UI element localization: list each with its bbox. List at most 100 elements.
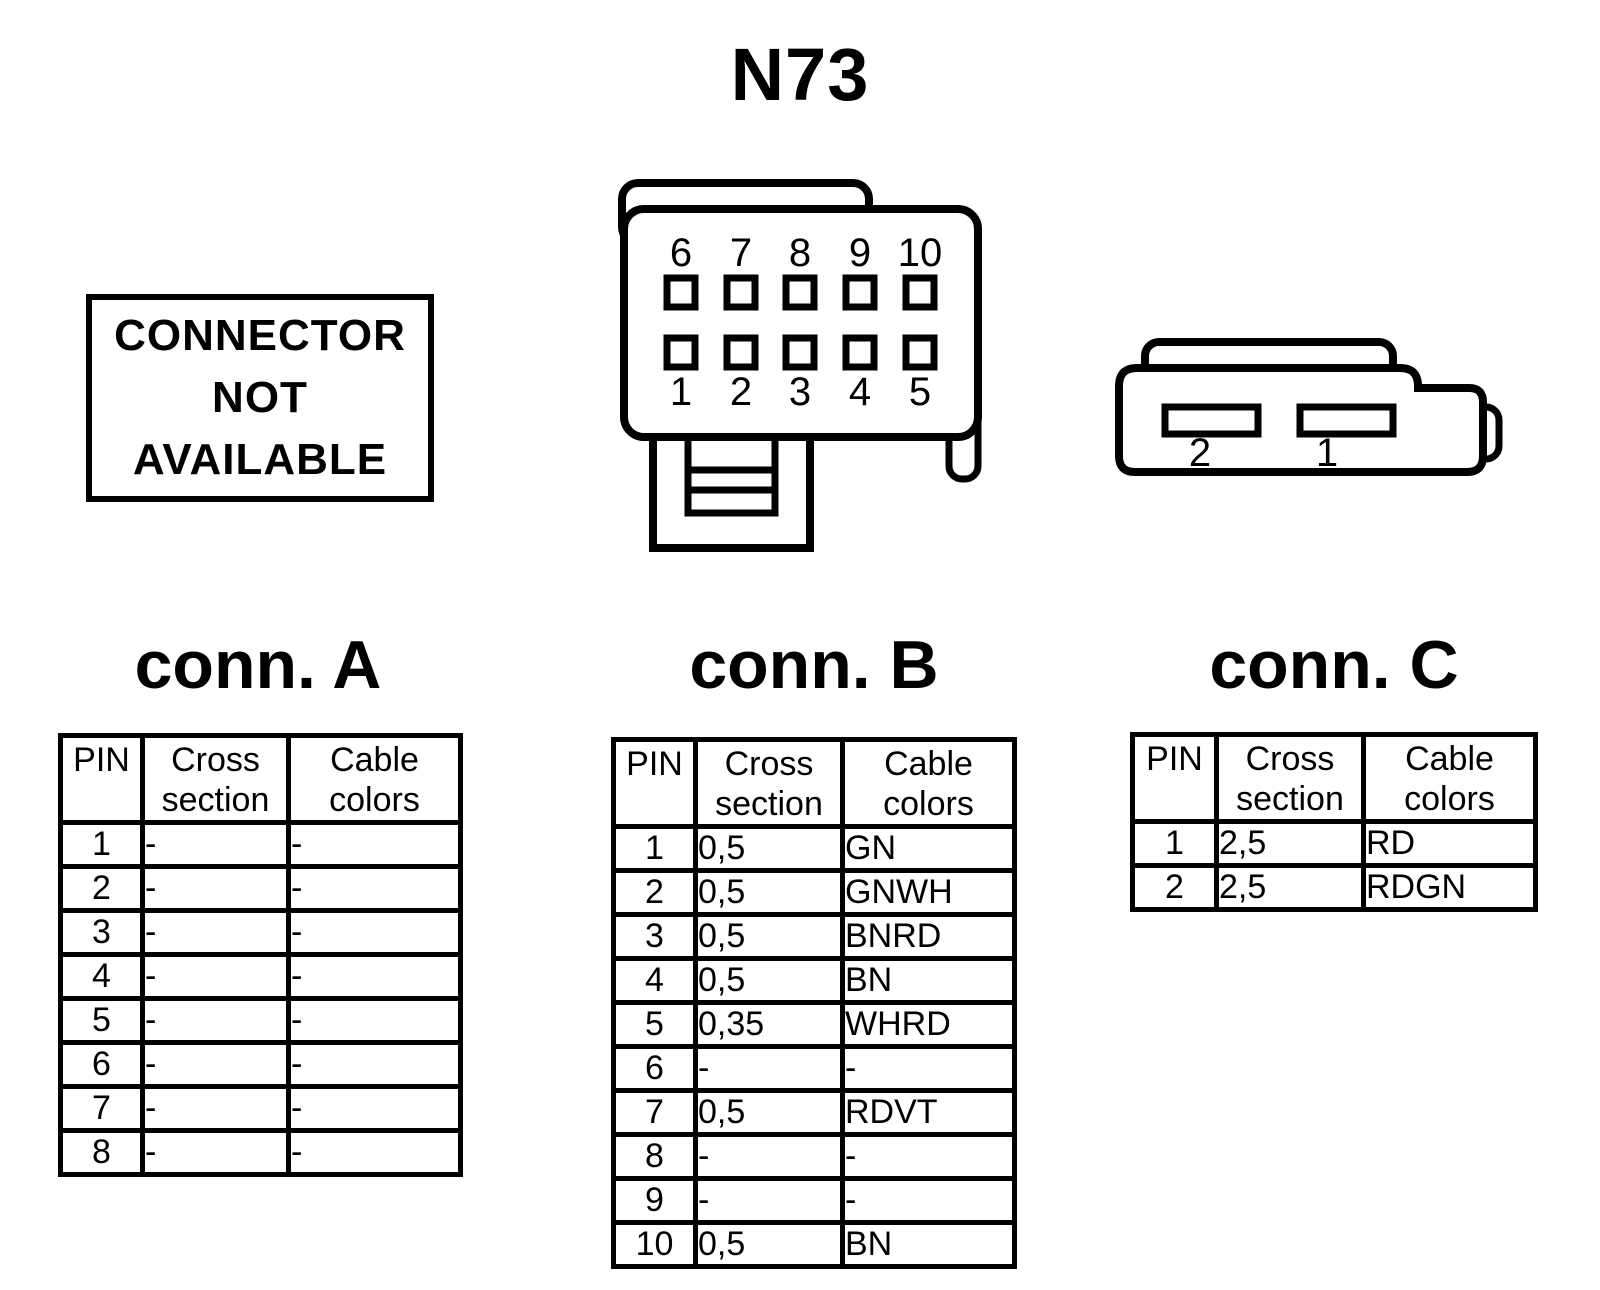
table-row: 8--	[58, 1128, 463, 1177]
pin-cell: 5	[58, 996, 145, 1045]
cross-section-cell: -	[140, 908, 291, 957]
cross-section-cell: 2,5	[1214, 863, 1366, 912]
cable-colors-cell: -	[286, 820, 463, 869]
pin-label: 3	[789, 370, 811, 414]
pin-cell: 2	[1130, 863, 1219, 912]
cross-section-cell: 0,5	[693, 912, 845, 961]
cross-section-cell: -	[140, 1040, 291, 1089]
conn-a-table: PIN Cross section Cable colors 1-- 2-- 3…	[58, 733, 463, 1177]
cross-section-cell: -	[140, 864, 291, 913]
pin-label: 9	[849, 231, 871, 275]
pin-cell: 1	[58, 820, 145, 869]
table-row: 6--	[611, 1044, 1017, 1093]
table-row: 2--	[58, 864, 463, 913]
pin-cell: 8	[611, 1132, 698, 1181]
table-row: 1--	[58, 820, 463, 869]
cable-colors-header: Cable colors	[1361, 732, 1538, 824]
cross-section-cell: -	[140, 820, 291, 869]
pin-cavity-1	[663, 334, 699, 371]
cable-colors-cell: BN	[840, 1220, 1017, 1269]
pin-cell: 1	[1130, 819, 1219, 868]
cable-colors-header: Cable colors	[286, 733, 463, 825]
slot-label: 1	[1316, 431, 1338, 475]
cable-colors-cell: -	[286, 908, 463, 957]
cross-section-cell: -	[140, 952, 291, 1001]
pin-cell: 9	[611, 1176, 698, 1225]
pin-cell: 6	[58, 1040, 145, 1089]
cable-colors-cell: -	[286, 1040, 463, 1089]
page-title: N73	[730, 33, 870, 116]
cable-colors-cell: -	[286, 1128, 463, 1177]
pin-cavity-8	[782, 274, 818, 311]
pin-cell: 8	[58, 1128, 145, 1177]
pin-cavity-6	[663, 274, 699, 311]
na-box-line: CONNECTOR	[114, 311, 406, 360]
connector-body	[620, 205, 982, 441]
table-row: 5--	[58, 996, 463, 1045]
pin-cell: 6	[611, 1044, 698, 1093]
table-row: 4--	[58, 952, 463, 1001]
pin-cell: 3	[58, 908, 145, 957]
cable-colors-cell: BN	[840, 956, 1017, 1005]
pin-header: PIN	[58, 733, 145, 825]
pin-label: 7	[730, 231, 752, 275]
cross-section-cell: 0,5	[693, 1088, 845, 1137]
table-row: 9--	[611, 1176, 1017, 1225]
pin-cavity-2	[723, 334, 759, 371]
conn-c-title: conn. C	[1209, 627, 1459, 703]
cable-colors-cell: -	[286, 864, 463, 913]
cross-section-header: Cross section	[1214, 732, 1366, 824]
pin-header: PIN	[1130, 732, 1219, 824]
cable-colors-cell: -	[840, 1176, 1017, 1225]
pin-label: 4	[849, 370, 871, 414]
header-row: PIN Cross section Cable colors	[58, 733, 463, 825]
pin-cell: 7	[611, 1088, 698, 1137]
pin-cavity-4	[842, 334, 878, 371]
table-row: 3--	[58, 908, 463, 957]
cable-colors-cell: RD	[1361, 819, 1538, 868]
pin-cavity-5	[902, 334, 938, 371]
cross-section-cell: 0,5	[693, 1220, 845, 1269]
cross-section-cell: -	[140, 1128, 291, 1177]
cable-colors-cell: RDVT	[840, 1088, 1017, 1137]
cable-colors-cell: BNRD	[840, 912, 1017, 961]
slot-label: 2	[1189, 431, 1211, 475]
pin-cavity-10	[902, 274, 938, 311]
pin-cell: 2	[611, 868, 698, 917]
pin-label: 5	[909, 370, 931, 414]
table-row: 7--	[58, 1084, 463, 1133]
cable-colors-cell: -	[840, 1132, 1017, 1181]
connector-not-available-box: CONNECTOR NOT AVAILABLE	[86, 294, 434, 502]
cross-section-header: Cross section	[140, 733, 291, 825]
pin-cell: 2	[58, 864, 145, 913]
header-row: PIN Cross section Cable colors	[611, 737, 1017, 829]
cable-colors-header: Cable colors	[840, 737, 1017, 829]
ten-pin-connector-drawing: 6 7 8 9 10 1 2 3 4 5	[618, 179, 982, 552]
pin-label: 8	[789, 231, 811, 275]
cable-colors-cell: -	[286, 1084, 463, 1133]
two-pin-connector-drawing: 2 1	[1115, 338, 1503, 476]
pin-label: 6	[670, 231, 692, 275]
cable-colors-cell: -	[286, 952, 463, 1001]
table-row: 8--	[611, 1132, 1017, 1181]
pin-cavity-7	[723, 274, 759, 311]
pin-label: 1	[670, 370, 692, 414]
pin-label: 10	[898, 231, 943, 275]
na-box-line: AVAILABLE	[132, 435, 388, 484]
cable-colors-cell: GN	[840, 824, 1017, 873]
conn-b-title: conn. B	[689, 627, 939, 703]
pin-label: 2	[730, 370, 752, 414]
pin-cell: 1	[611, 824, 698, 873]
cable-colors-cell: -	[840, 1044, 1017, 1093]
cross-section-header: Cross section	[693, 737, 845, 829]
